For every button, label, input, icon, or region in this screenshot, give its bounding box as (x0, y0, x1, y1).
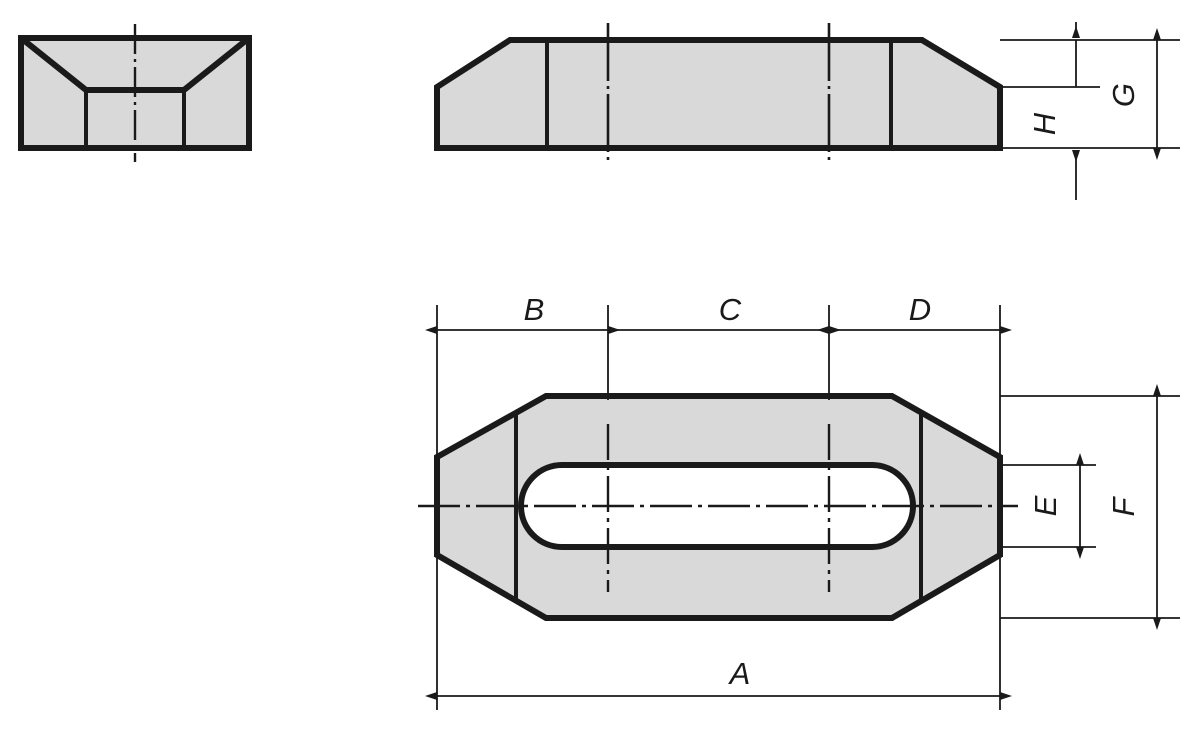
side-view (434, 23, 1003, 165)
dimension-a-label: A (728, 656, 751, 691)
top-view-vertical-dimensions: E F (1000, 384, 1180, 630)
side-view-dimensions: H G (1000, 22, 1180, 200)
dimension-e: E (1028, 453, 1084, 559)
dimension-c: C (608, 292, 829, 334)
front-view (18, 24, 252, 162)
top-view (418, 393, 1018, 621)
dimension-d: D (829, 292, 1012, 334)
dimension-d-label: D (909, 292, 931, 327)
dimension-h-label: H (1027, 112, 1062, 135)
dimension-g: G (1106, 28, 1161, 160)
dimension-b-label: B (524, 292, 545, 327)
top-view-horizontal-dimensions: B C D (425, 292, 1012, 710)
dimension-c-label: C (719, 292, 742, 327)
dimension-b: B (425, 292, 620, 334)
dimension-f-label: F (1106, 495, 1141, 516)
dimension-g-label: G (1106, 83, 1141, 107)
dimension-f: F (1106, 384, 1161, 630)
dimension-e-label: E (1028, 495, 1063, 516)
side-view-body (434, 37, 1003, 151)
dimension-a: A (425, 656, 1012, 700)
dimension-h: H (1027, 22, 1080, 200)
